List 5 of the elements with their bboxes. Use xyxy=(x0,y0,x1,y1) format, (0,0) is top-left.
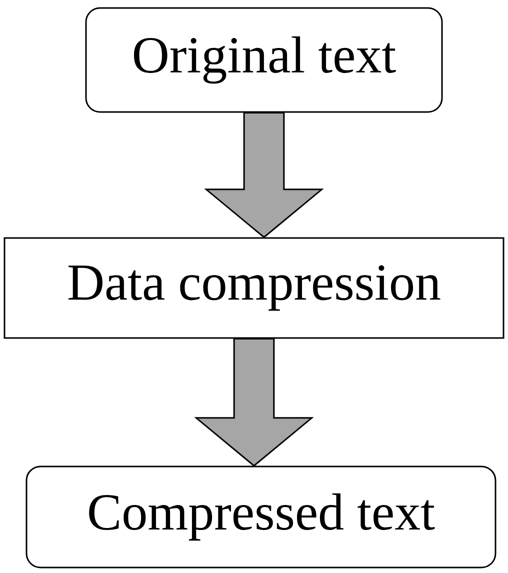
block-arrow xyxy=(204,112,324,238)
block-arrow xyxy=(194,338,314,467)
rounded-box: Original text xyxy=(85,7,443,113)
process-box: Data compression xyxy=(4,237,504,339)
rounded-box: Compressed text xyxy=(26,466,496,568)
